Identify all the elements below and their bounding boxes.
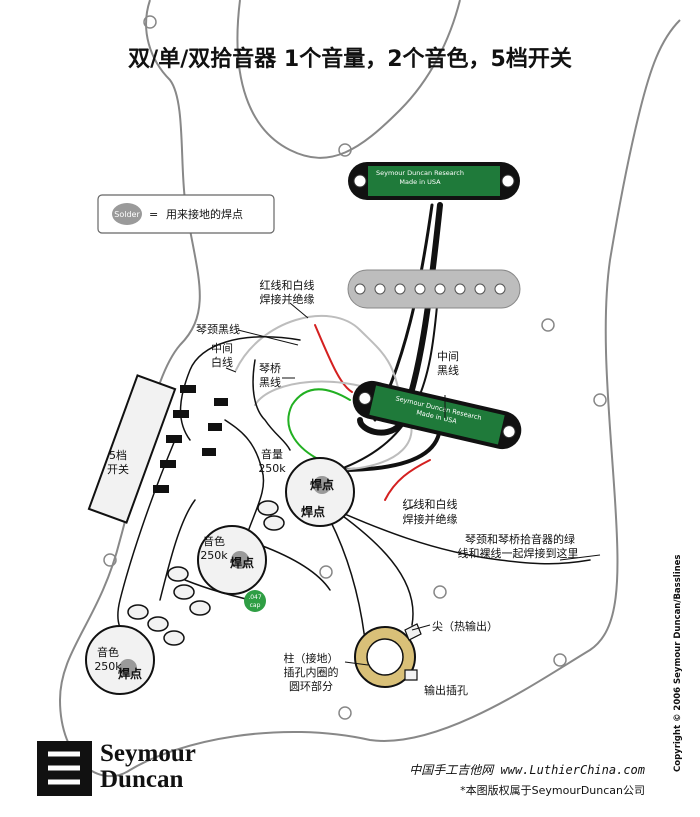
label-mid-black-1: 中间 (437, 350, 459, 363)
label-sleeve-2: 插孔内圈的 (284, 665, 339, 679)
neck-humbucker: Seymour Duncan Research Made in USA (348, 162, 520, 200)
label-solder-volume-1: 焊点 (310, 477, 334, 492)
tone-pot-2 (85, 604, 185, 695)
label-sleeve-3: 圆环部分 (289, 679, 333, 693)
middle-single-coil (347, 269, 521, 309)
label-red-white-top-2: 焊接并绝缘 (260, 292, 315, 306)
label-bridge-black-1: 琴桥 (259, 362, 281, 375)
label-red-white-top-1: 红线和白线 (260, 278, 315, 292)
cap-value: .047 (248, 594, 262, 601)
neck-pickup-made: Made in USA (399, 178, 441, 186)
legend-box: Solder = 用来接地的焊点 (97, 194, 275, 234)
pointer-lines (225, 302, 601, 666)
black-wire-3 (224, 419, 265, 541)
red-wire-bot (384, 459, 431, 501)
solder-badge-text: Solder (114, 210, 140, 219)
label-neck-black: 琴颈黑线 (196, 322, 240, 336)
label-red-white-bot-2: 焊接并绝缘 (403, 512, 458, 526)
label-red-white-bot-1: 红线和白线 (403, 497, 458, 511)
labels: 红线和白线 焊接并绝缘 琴颈黑线 中间 白线 琴桥 黑线 中间 黑线 5档 开关… (94, 278, 578, 697)
legend-text: 用来接地的焊点 (166, 207, 243, 221)
label-ground-note-2: 线和裸线一起焊接到这里 (458, 546, 579, 560)
jack-wire-1 (329, 519, 366, 641)
page-title: 双/单/双拾音器 1个音量，2个音色，5档开关 (128, 46, 572, 72)
tone-pot-1 (167, 525, 267, 616)
seymour-duncan-logo: Seymour Duncan (37, 740, 196, 796)
label-ground-note-1: 琴颈和琴桥拾音器的绿 (465, 532, 575, 546)
legend-equals: = (149, 208, 158, 221)
label-volume-2: 250k (258, 462, 286, 475)
black-wire-loop (179, 336, 301, 441)
footer-site: 中国手工吉他网 www.LuthierChina.com (409, 763, 645, 777)
red-wire-top (314, 324, 353, 393)
neck-pickup-brand: Seymour Duncan Research (376, 169, 464, 177)
label-tone1-1: 音色 (203, 534, 225, 548)
logo-line-1: Seymour (100, 740, 196, 767)
label-switch-1: 5档 (109, 448, 127, 462)
label-solder-tone2: 焊点 (118, 666, 142, 681)
label-tone2-1: 音色 (97, 645, 119, 659)
label-jack: 输出插孔 (424, 683, 468, 697)
label-mid-white-2: 白线 (211, 355, 233, 369)
footer-rights: *本图版权属于SeymourDuncan公司 (460, 783, 645, 797)
label-mid-black-2: 黑线 (437, 363, 459, 377)
pickguard-outline (58, 0, 681, 778)
output-jack (354, 623, 422, 688)
bridge-cable (338, 423, 442, 472)
solder-badge (112, 203, 142, 225)
label-tip: 尖（热输出） (432, 619, 498, 633)
label-sleeve-1: 柱（接地） (284, 651, 339, 665)
label-mid-white-1: 中间 (211, 342, 233, 355)
green-wire (287, 388, 351, 461)
black-wire-2 (252, 359, 291, 451)
label-switch-2: 开关 (107, 462, 129, 476)
label-tone2-2: 250k (94, 660, 122, 673)
label-volume-1: 音量 (261, 447, 283, 461)
label-solder-volume-2: 焊点 (301, 504, 325, 519)
label-bridge-black-2: 黑线 (259, 375, 281, 389)
screw-holes (103, 15, 607, 720)
tone-capacitor: .047 cap (244, 590, 266, 612)
footer-copyright: Copyright © 2006 Seymour Duncan/Bassline… (673, 555, 683, 773)
label-tone1-2: 250k (200, 549, 228, 562)
bridge-humbucker: Seymour Duncan Research Made in USA (352, 380, 522, 450)
label-solder-tone1: 焊点 (230, 555, 254, 570)
five-way-switch (87, 374, 228, 524)
black-wire-5 (159, 499, 196, 601)
cap-label: cap (250, 602, 261, 609)
logo-line-2: Duncan (100, 766, 183, 793)
volume-pot (257, 457, 355, 531)
